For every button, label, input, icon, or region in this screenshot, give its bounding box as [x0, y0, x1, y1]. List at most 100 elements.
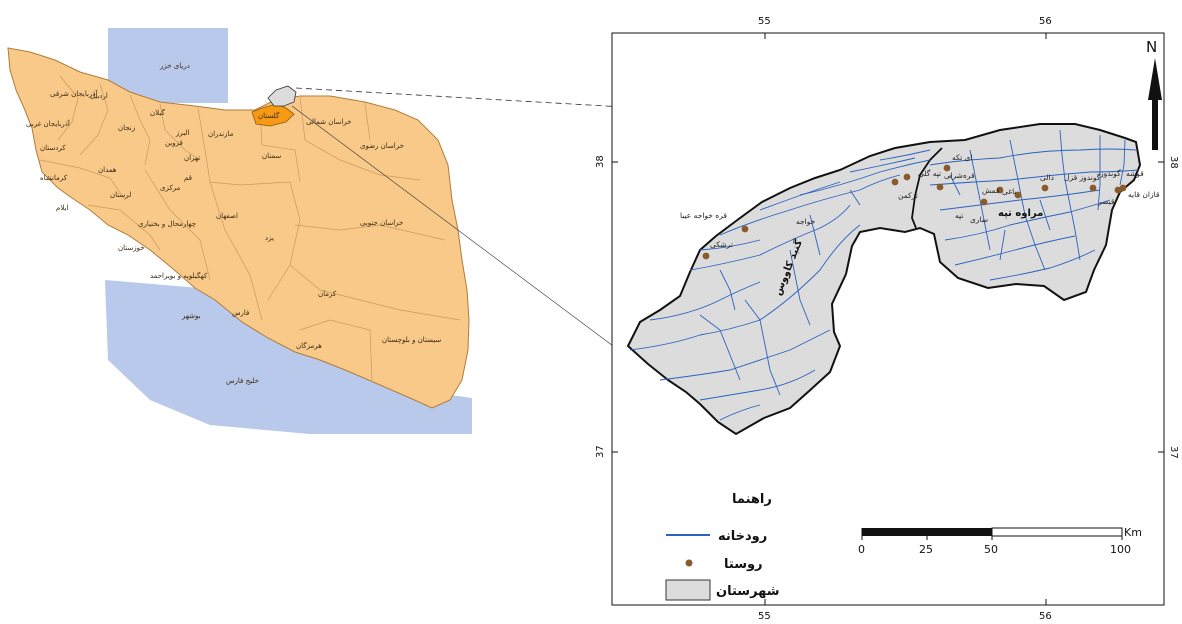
province-label: البرز: [175, 129, 189, 137]
village-labels: قوشه گوندوز گوندوز قزل دالی قازان قایه ق…: [680, 153, 1160, 249]
province-label: آذربایجان شرقی: [50, 89, 98, 98]
tick-label-top-56: 56: [1039, 16, 1052, 27]
village-label: خواجه: [796, 217, 816, 226]
village-marker: [1119, 184, 1127, 192]
tick-label-right-37: 37: [1168, 446, 1179, 459]
village-marker: [702, 252, 710, 260]
scale-unit: Km: [1124, 526, 1142, 539]
province-label: کرمان: [318, 290, 337, 298]
province-label: قم: [184, 174, 192, 182]
village-label: قیصر: [1097, 197, 1115, 206]
village-label: گوندوز قزل: [1064, 173, 1101, 182]
village-marker: [903, 173, 911, 181]
legend-river-label: رودخانه: [718, 529, 767, 544]
village-marker: [996, 186, 1004, 194]
north-label: N: [1146, 38, 1157, 56]
village-points: [702, 164, 1127, 260]
province-label: مرکزی: [160, 184, 181, 192]
river-network: [629, 129, 1139, 421]
legend-village-symbol: [685, 559, 693, 567]
province-labels: آذربایجان شرقی آذربایجان غربی اردبیل گیل…: [26, 89, 441, 350]
tick-label-bottom-56: 56: [1039, 611, 1052, 622]
province-label: گلستان: [258, 111, 280, 120]
iran-inset-map: دریای خزر خلیج فارس آذربایجان شرقی آذربا…: [7, 28, 472, 434]
province-label: مازندران: [208, 130, 234, 138]
province-label: کرمانشاه: [40, 174, 68, 182]
village-label: تپه گلی: [918, 169, 941, 178]
village-label: ترکمن: [898, 191, 918, 200]
province-label: قزوین: [165, 139, 183, 147]
village-marker: [1014, 191, 1022, 199]
village-marker: [943, 164, 951, 172]
north-arrow-icon: N: [1146, 38, 1162, 150]
village-label: دالی: [1040, 173, 1054, 182]
province-label: خراسان شمالی: [306, 118, 352, 126]
main-map: 55 56 55 56 38 37 38 37 N: [595, 16, 1179, 622]
village-marker: [936, 183, 944, 191]
scale-label-100: 100: [1110, 543, 1131, 556]
province-label: سمنان: [262, 152, 281, 160]
village-label: قازان قایه: [1128, 190, 1160, 199]
tick-label-bottom-55: 55: [758, 611, 771, 622]
scale-label-50: 50: [984, 543, 998, 556]
county-internal-boundary: [911, 147, 943, 229]
village-label: تپه: [955, 211, 963, 220]
village-label: شرلی: [944, 171, 963, 180]
village-label: قره: [963, 171, 975, 180]
village-marker: [1089, 184, 1097, 192]
golestan-highlight: [251, 103, 295, 127]
village-label: ای تکه: [952, 153, 973, 162]
province-label: اردبیل: [90, 92, 108, 100]
village-marker: [980, 198, 988, 206]
legend-village-label: روستا: [724, 557, 763, 572]
legend-title: راهنما: [732, 492, 772, 507]
province-label: ایلام: [56, 204, 68, 212]
province-label: کهگیلویه و بویراحمد: [150, 271, 208, 280]
province-borders: [39, 75, 461, 383]
province-label: بوشهر: [181, 312, 201, 320]
scale-label-25: 25: [919, 543, 933, 556]
province-label: آذربایجان غربی: [26, 119, 71, 128]
tick-label-top-55: 55: [758, 16, 771, 27]
village-marker: [891, 178, 899, 186]
tick-label-left-38: 38: [595, 155, 606, 168]
province-label: هرمزگان: [296, 341, 322, 350]
province-label: لرستان: [110, 191, 131, 199]
scale-label-0: 0: [858, 543, 865, 556]
province-label: اصفهان: [216, 212, 238, 220]
legend: راهنما رودخانه روستا شهرستان: [665, 492, 780, 601]
province-label: خراسان رضوی: [360, 142, 404, 150]
province-label: سیستان و بلوچستان: [382, 336, 441, 344]
village-marker: [741, 225, 749, 233]
tick-label-right-38: 38: [1168, 156, 1179, 169]
province-label: همدان: [98, 166, 117, 174]
village-label: ترشکی: [710, 240, 733, 249]
village-label: قوشه: [1126, 169, 1144, 178]
province-label: کردستان: [40, 144, 66, 152]
gulf-label: خلیج فارس: [226, 377, 259, 385]
province-label: یزد: [265, 234, 274, 242]
province-label: خوزستان: [118, 244, 145, 252]
province-label: خراسان جنوبی: [360, 219, 403, 227]
province-label: گیلان: [150, 108, 165, 117]
province-label: چهارمحال و بختیاری: [138, 220, 196, 228]
gulf-water: [105, 280, 472, 434]
iran-shape: [7, 47, 470, 409]
village-label: ساری: [970, 215, 988, 224]
province-label: تهران: [184, 154, 200, 162]
tick-label-left-37: 37: [595, 445, 606, 458]
village-label: باغی: [1002, 187, 1017, 196]
county-label-maraveh-tappeh: مراوه تپه: [998, 208, 1043, 219]
village-label: گوندوز: [1099, 169, 1121, 178]
village-marker: [1041, 184, 1049, 192]
province-label: زنجان: [118, 124, 135, 132]
province-label: فارس: [232, 309, 249, 317]
scale-bar: Km 0 25 50 100: [858, 526, 1142, 556]
caspian-label: دریای خزر: [159, 62, 190, 70]
legend-county-symbol: [665, 579, 711, 601]
village-label: قمش: [982, 186, 1000, 195]
legend-county-label: شهرستان: [716, 584, 780, 599]
county-polygon: [626, 123, 1142, 436]
village-label: قره خواجه عیبا: [680, 211, 727, 220]
